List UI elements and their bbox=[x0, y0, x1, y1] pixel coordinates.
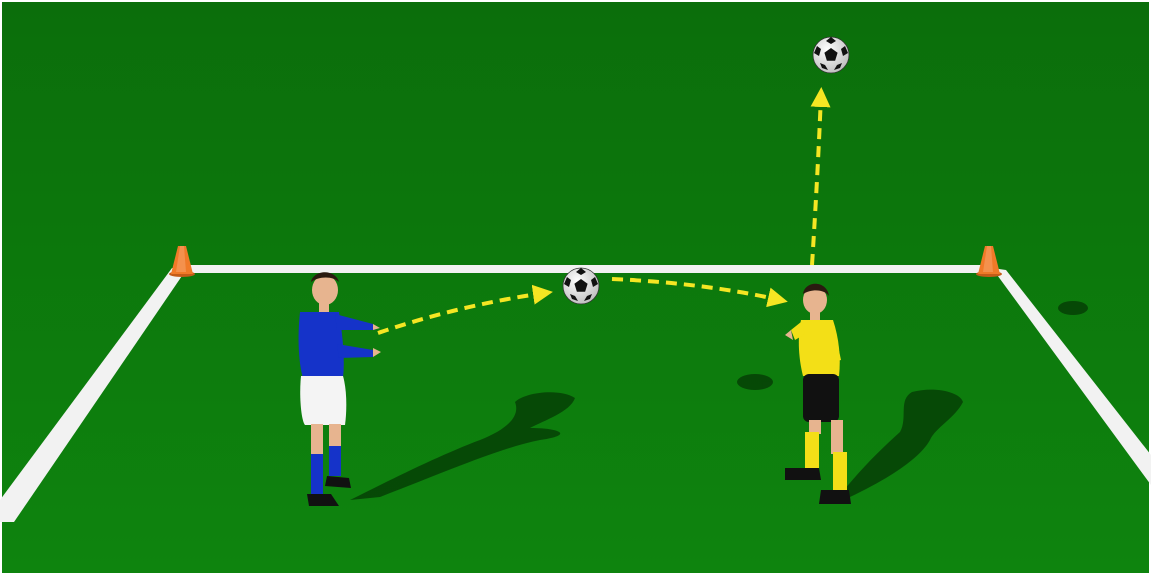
ball-shadow bbox=[1058, 301, 1088, 315]
ball-shadow bbox=[737, 374, 773, 390]
soccer-ball-icon bbox=[563, 268, 599, 304]
soccer-ball-icon bbox=[813, 37, 849, 73]
